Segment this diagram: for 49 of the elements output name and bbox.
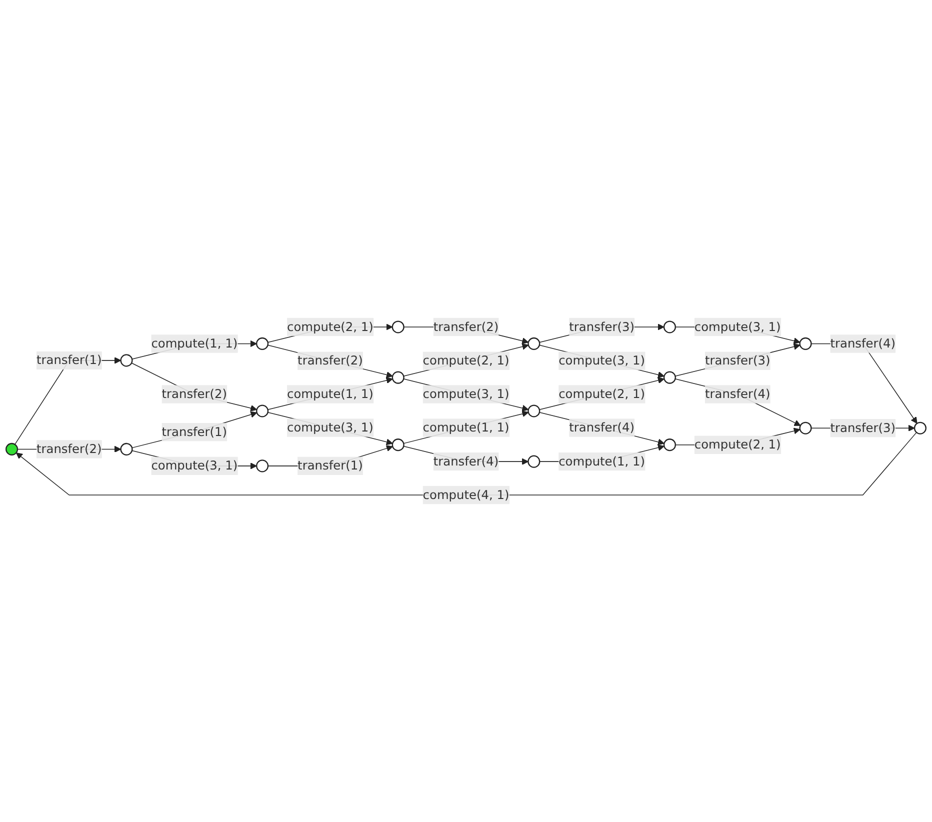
node-circle [663, 438, 676, 452]
node-circle [392, 371, 404, 384]
node-circle [528, 337, 540, 350]
edge-label: compute(1, 1) [558, 454, 645, 468]
edge-label: compute(3, 1) [287, 420, 374, 435]
node-circle [799, 337, 812, 350]
edge-label: transfer(1) [36, 352, 102, 368]
arrow [132, 411, 258, 448]
edge-label: transfer(1) [162, 424, 228, 439]
edge-label: compute(2, 1) [558, 386, 645, 402]
edge-label: compute(3, 1) [422, 386, 510, 402]
edge-label: transfer(2) [298, 353, 363, 368]
edge-label: compute(2, 1) [422, 353, 510, 368]
arrow [674, 378, 801, 426]
edge-label: transfer(4) [830, 336, 896, 351]
edge-label: transfer(2) [433, 319, 499, 334]
node-circle [914, 422, 926, 434]
node-circle [120, 354, 133, 367]
node-circle [528, 455, 540, 468]
node-circle [663, 371, 676, 384]
edge-label: transfer(1) [298, 458, 363, 473]
edge-label: compute(3, 1) [558, 353, 645, 368]
edge-label: transfer(3) [704, 353, 770, 368]
edge-label: compute(2, 1) [694, 437, 781, 452]
edge-label: transfer(2) [36, 442, 102, 456]
edge-label: compute(1, 1) [287, 386, 374, 402]
node-circle [256, 404, 269, 418]
edge-label: transfer(2) [162, 386, 228, 402]
node-circle [663, 320, 676, 334]
node-circle [6, 442, 18, 456]
node-circle [120, 442, 133, 456]
edge-label: compute(2, 1) [287, 319, 374, 334]
edge-label: compute(3, 1) [151, 458, 238, 473]
edge-label: transfer(4) [433, 454, 499, 468]
node-circle [392, 320, 404, 334]
node-circle [256, 460, 269, 472]
edge-label: compute(3, 1) [694, 319, 781, 334]
node-circle [528, 404, 540, 418]
node-circle [799, 422, 812, 434]
node-circle [256, 337, 269, 350]
edge-label: transfer(4) [569, 420, 634, 435]
node-circle [392, 438, 404, 452]
edge-label: compute(4, 1) [422, 487, 510, 502]
arrow [131, 362, 258, 412]
edge-label: compute(1, 1) [422, 420, 510, 435]
edge-label: transfer(4) [704, 386, 770, 402]
edge-label: compute(1, 1) [151, 336, 238, 351]
edge-label: transfer(3) [830, 420, 896, 435]
edge-label: transfer(3) [569, 319, 634, 334]
